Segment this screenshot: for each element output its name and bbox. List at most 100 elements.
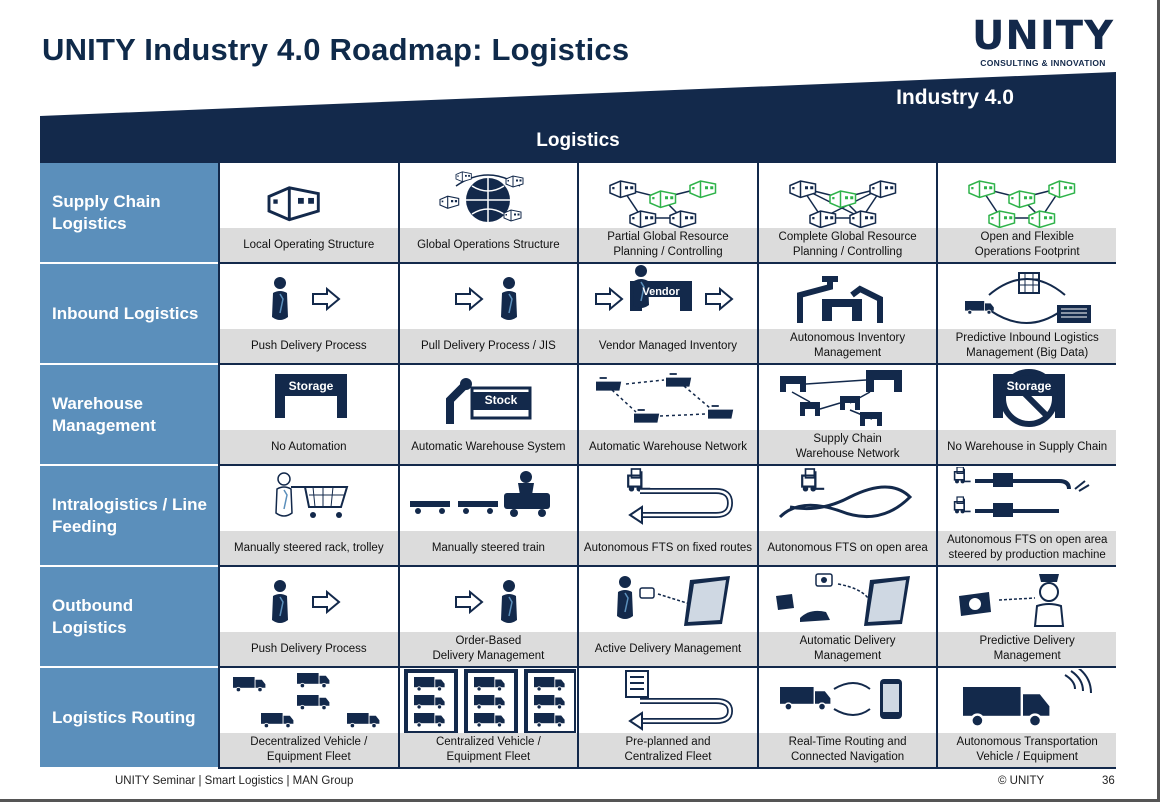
person-pull-icon: [400, 567, 578, 632]
page-title: UNITY Industry 4.0 Roadmap: Logistics: [42, 32, 630, 67]
cell-caption: Autonomous FTS on fixed routes: [579, 531, 757, 565]
cell-caption: Pull Delivery Process / JIS: [399, 329, 578, 363]
truck-phone-icon: [759, 668, 937, 733]
cell-caption: No Automation: [220, 430, 398, 464]
predictive-delivery-icon: [938, 567, 1116, 632]
cell-caption: Predictive Delivery Management: [938, 632, 1116, 666]
cell-caption: Real-Time Routing and Connected Navigati…: [758, 733, 937, 767]
cell-caption: Decentralized Vehicle / Equipment Fleet: [220, 733, 398, 767]
open-area-icon: [759, 466, 937, 531]
stock-robot-icon: Stock: [400, 365, 578, 430]
cell-caption: Manually steered rack, trolley: [220, 531, 398, 565]
roadmap-cell: Storage No Automation: [218, 365, 398, 466]
row-header: Warehouse Management: [40, 365, 218, 466]
industry-banner: Industry 4.0: [896, 86, 1014, 109]
industry-wedge: [40, 72, 1116, 120]
cell-caption: Automatic Warehouse System: [399, 430, 578, 464]
row-header: Intralogistics / Line Feeding: [40, 466, 218, 567]
no-storage-icon: Storage: [938, 365, 1116, 430]
page-number: 36: [1102, 775, 1115, 787]
tablet-icon: [579, 567, 757, 632]
trolley-icon: [220, 466, 398, 531]
globe-icon: [400, 163, 578, 228]
network-partial-icon: [579, 163, 757, 228]
cell-caption: Autonomous FTS on open area steered by p…: [938, 531, 1116, 565]
robot-arms-icon: [759, 264, 937, 329]
person-push-icon: [220, 264, 398, 329]
roadmap-cell: Predictive Inbound Logistics Management …: [936, 264, 1116, 365]
vendor-icon: Vendor: [579, 264, 757, 329]
logo-tagline: CONSULTING & INNOVATION: [980, 58, 1106, 68]
unity-logo: UNITY CONSULTING & INNOVATION: [968, 14, 1118, 68]
cell-caption: Order-Based Delivery Management: [399, 632, 578, 666]
cell-caption: Push Delivery Process: [220, 632, 398, 666]
roadmap-cell: Pull Delivery Process / JIS: [397, 264, 578, 365]
cell-caption: Complete Global Resource Planning / Cont…: [758, 228, 937, 262]
icon-tag: Storage: [288, 379, 333, 393]
warehouse-network-icon: [579, 365, 757, 430]
cell-caption: Predictive Inbound Logistics Management …: [938, 329, 1116, 363]
machine-steered-icon: [938, 466, 1116, 531]
roadmap-cell: Pre-planned and Centralized Fleet: [577, 668, 757, 769]
cell-caption: Supply Chain Warehouse Network: [758, 430, 937, 464]
row-header: Outbound Logistics: [40, 567, 218, 668]
roadmap-cell: Manually steered train: [397, 466, 578, 567]
roadmap-cell: Local Operating Structure: [218, 163, 398, 264]
fixed-route-icon: [579, 466, 757, 531]
roadmap-cell: Supply Chain Warehouse Network: [756, 365, 937, 466]
cell-caption: Active Delivery Management: [579, 632, 757, 666]
roadmap-cell: Order-Based Delivery Management: [397, 567, 578, 668]
roadmap-cell: Autonomous FTS on open area: [756, 466, 937, 567]
cell-caption: Vendor Managed Inventory: [579, 329, 757, 363]
row-header: Logistics Routing: [40, 668, 218, 769]
supply-network-icon: [759, 365, 937, 430]
cell-caption: Autonomous Inventory Management: [758, 329, 937, 363]
cell-caption: Manually steered train: [399, 531, 578, 565]
person-pull-icon: [400, 264, 578, 329]
roadmap-cell: Open and Flexible Operations Footprint: [936, 163, 1116, 264]
roadmap-cell: Automatic Delivery Management: [756, 567, 937, 668]
footer-text: UNITY Seminar | Smart Logistics | MAN Gr…: [115, 775, 354, 787]
roadmap-cell: Global Operations Structure: [397, 163, 578, 264]
roadmap-cell: Decentralized Vehicle / Equipment Fleet: [218, 668, 398, 769]
cell-caption: Autonomous FTS on open area: [758, 531, 937, 565]
section-header: Logistics: [40, 120, 1116, 163]
factory-icon: [220, 163, 398, 228]
icon-tag: Stock: [485, 393, 518, 407]
roadmap-cell: Push Delivery Process: [218, 264, 398, 365]
roadmap-cell: Push Delivery Process: [218, 567, 398, 668]
row-header: Supply Chain Logistics: [40, 163, 218, 264]
roadmap-cell: Partial Global Resource Planning / Contr…: [577, 163, 757, 264]
cell-caption: Centralized Vehicle / Equipment Fleet: [399, 733, 578, 767]
cell-caption: Autonomous Transportation Vehicle / Equi…: [938, 733, 1116, 767]
roadmap-cell: Manually steered rack, trolley: [218, 466, 398, 567]
roadmap-cell: Autonomous FTS on fixed routes: [577, 466, 757, 567]
network-open-icon: [938, 163, 1116, 228]
tugger-train-icon: [400, 466, 578, 531]
roadmap-cell: Real-Time Routing and Connected Navigati…: [756, 668, 937, 769]
auto-delivery-icon: [759, 567, 937, 632]
roadmap-cell: Active Delivery Management: [577, 567, 757, 668]
cell-caption: No Warehouse in Supply Chain: [938, 430, 1116, 464]
central-fleet-icon: [400, 668, 578, 733]
storage-icon: Storage: [220, 365, 398, 430]
roadmap-cell: Autonomous FTS on open area steered by p…: [936, 466, 1116, 567]
roadmap-cell: Predictive Delivery Management: [936, 567, 1116, 668]
footer-copyright: © UNITY: [998, 775, 1045, 787]
roadmap-cell: Autonomous Transportation Vehicle / Equi…: [936, 668, 1116, 769]
preplanned-route-icon: [579, 668, 757, 733]
person-push-icon: [220, 567, 398, 632]
icon-tag: Vendor: [642, 286, 680, 298]
cell-caption: Pre-planned and Centralized Fleet: [579, 733, 757, 767]
network-complete-icon: [759, 163, 937, 228]
cell-caption: Automatic Delivery Management: [758, 632, 937, 666]
cell-caption: Open and Flexible Operations Footprint: [938, 228, 1116, 262]
cell-caption: Local Operating Structure: [220, 228, 398, 262]
cell-caption: Global Operations Structure: [399, 228, 578, 262]
roadmap-cell: Autonomous Inventory Management: [756, 264, 937, 365]
cell-caption: Partial Global Resource Planning / Contr…: [579, 228, 757, 262]
